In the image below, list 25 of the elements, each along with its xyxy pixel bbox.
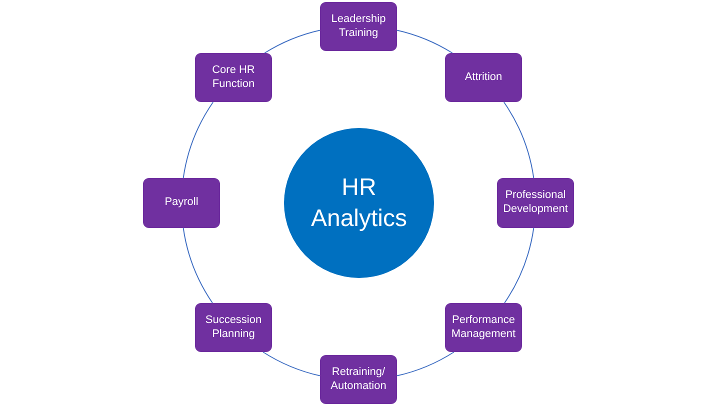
connector-arc bbox=[264, 30, 320, 54]
topic-box bbox=[320, 355, 397, 404]
topic-box bbox=[445, 53, 522, 102]
connector-arc bbox=[396, 352, 454, 376]
connector-arc bbox=[504, 228, 534, 304]
topic-box bbox=[320, 2, 397, 51]
connector-arc bbox=[396, 30, 453, 54]
connector-arc bbox=[182, 102, 214, 178]
box-label: Performance Management bbox=[450, 314, 517, 342]
connector-arc bbox=[262, 352, 320, 376]
box-label: Professional Development bbox=[502, 189, 569, 217]
box-label: Attrition bbox=[464, 70, 502, 84]
box-label: Core HR Function bbox=[211, 64, 256, 92]
topic-box bbox=[195, 303, 272, 352]
box-label: Succession Planning bbox=[204, 314, 263, 342]
connector-arc bbox=[182, 228, 213, 304]
topic-box bbox=[497, 178, 574, 228]
box-label: Retraining/ Automation bbox=[330, 366, 388, 394]
topic-box bbox=[195, 53, 272, 102]
hub-label: HR Analytics bbox=[310, 172, 408, 234]
topic-box bbox=[445, 303, 522, 352]
connector-arc bbox=[503, 102, 534, 178]
box-label: Leadership Training bbox=[330, 12, 387, 40]
box-label: Payroll bbox=[164, 196, 198, 210]
topic-box bbox=[143, 178, 220, 228]
